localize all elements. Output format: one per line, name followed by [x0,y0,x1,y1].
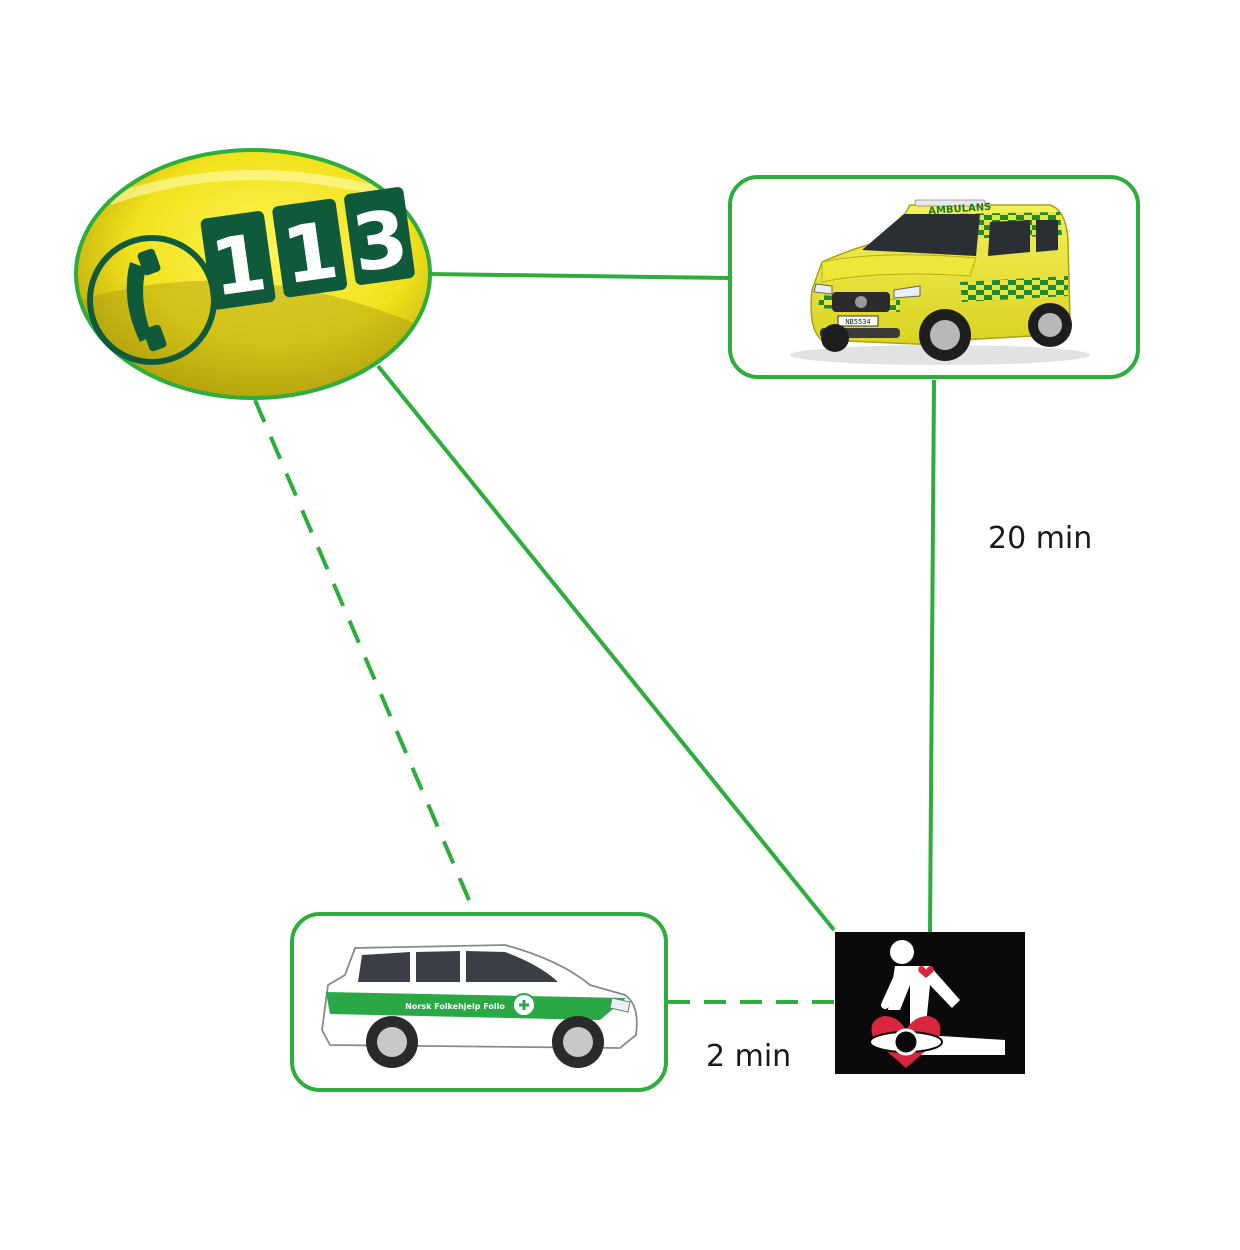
ambulance-plate: NB5534 [845,318,870,326]
volunteer-car-node: Norsk Folkehjelp Follo [290,912,668,1092]
digit-plate-3: 3 [344,187,415,291]
ambulance-node: NB5534 AMBULANS [728,175,1140,379]
digit-1: 1 [206,218,272,315]
digit-plate-1: 1 [200,211,276,315]
volunteer-car-marking: Norsk Folkehjelp Follo [405,1002,505,1011]
line-ambulance-to-patient [928,379,936,933]
connections [253,272,936,1004]
cpr-patient-node [835,932,1025,1074]
volunteer-response-time: 2 min [706,1039,791,1074]
digit-2: 1 [277,206,343,303]
line-113-to-ambulance [427,272,731,280]
emergency-number-node: 1 1 3 [74,148,432,400]
ambulance-marking: AMBULANS [928,202,992,217]
cpr-icon [869,940,1005,1068]
ambulance-response-time: 20 min [988,521,1092,556]
ambulance-image: NB5534 AMBULANS [790,199,1090,365]
dashed-line-113-to-volunteer [253,399,477,915]
digit-3: 3 [347,194,413,291]
volunteer-car-image: Norsk Folkehjelp Follo [321,944,638,1068]
phone-icon [87,235,217,365]
digit-plate-2: 1 [272,198,348,303]
line-113-to-patient [376,364,836,932]
